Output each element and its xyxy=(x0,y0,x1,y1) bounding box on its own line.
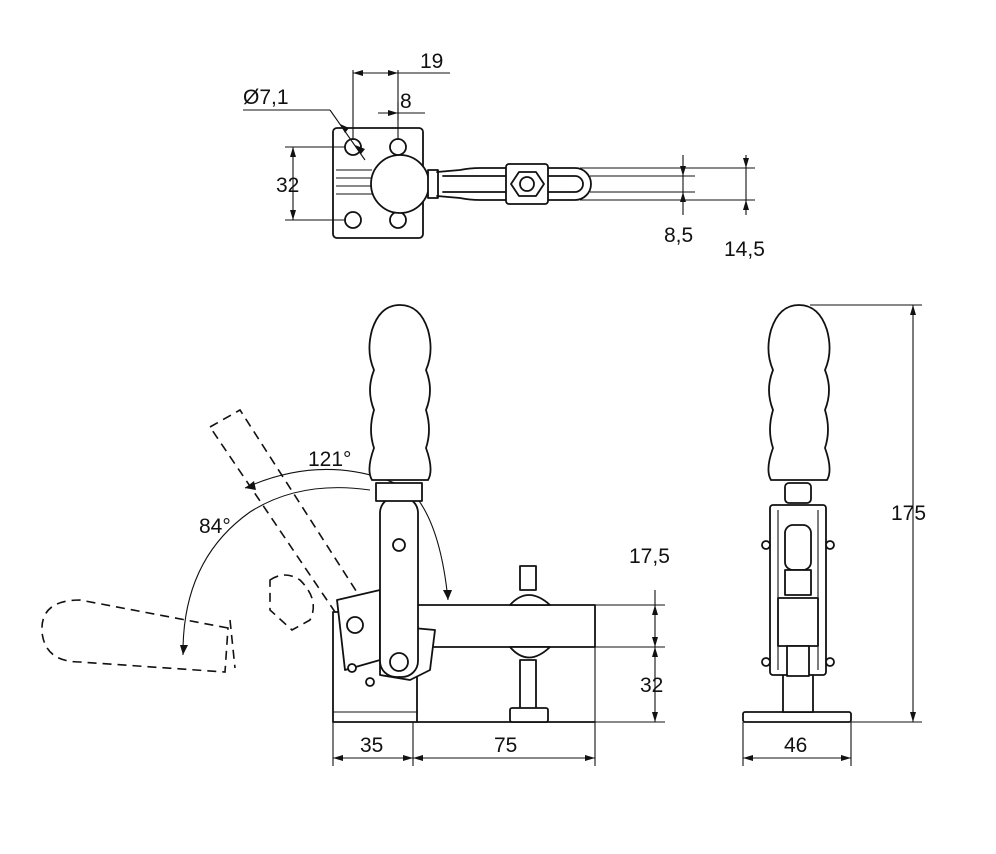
mounting-hole xyxy=(344,211,362,229)
dim-17-5-label: 17,5 xyxy=(629,545,670,568)
base-ribs xyxy=(336,169,372,195)
handle-grip xyxy=(368,304,432,481)
u-bar-slot xyxy=(442,175,584,193)
u-bar-arm xyxy=(436,167,592,201)
dim-14-5-label: 14,5 xyxy=(724,238,765,261)
front-view: 175 46 xyxy=(742,304,926,766)
angle-84-label: 84° xyxy=(199,515,231,538)
mounting-hole xyxy=(389,211,407,229)
dim-8-label: 8 xyxy=(400,90,412,113)
angle-121-label: 121° xyxy=(308,448,351,471)
linkage-open-position xyxy=(269,574,315,631)
hole-diameter-label: Ø7,1 xyxy=(243,86,289,109)
lever-pivot xyxy=(389,652,409,672)
nut-upper xyxy=(509,594,551,606)
grip-collar-front xyxy=(784,482,812,504)
dim-46-label: 46 xyxy=(784,734,807,757)
lever-hole xyxy=(392,538,406,552)
grip-collar xyxy=(375,482,423,502)
mounting-hole xyxy=(389,138,407,156)
dim-175-label: 175 xyxy=(891,502,926,525)
front-linkage xyxy=(784,524,812,571)
spindle-top xyxy=(519,565,537,591)
dim-75-label: 75 xyxy=(494,734,517,757)
pivot-pin xyxy=(346,616,364,634)
dim-8-5-label: 8,5 xyxy=(664,224,693,247)
pivot-block xyxy=(427,169,439,199)
top-view: 19 8 Ø7,1 32 8,5 14,5 xyxy=(243,50,765,261)
handle-open-position xyxy=(208,408,362,614)
handle-knob-top xyxy=(370,154,430,214)
handle-grip-front xyxy=(767,304,831,481)
handle-horizontal-position xyxy=(41,599,229,673)
dim-32-top-label: 32 xyxy=(276,174,299,197)
dim-32-side-label: 32 xyxy=(640,674,663,697)
dim-19-label: 19 xyxy=(420,50,443,73)
dim-35-label: 35 xyxy=(360,734,383,757)
clamp-block xyxy=(777,597,819,647)
angle-84-arc xyxy=(182,487,371,656)
spindle-end xyxy=(519,176,535,192)
side-view: 121° 84° xyxy=(41,304,670,766)
spindle-bottom xyxy=(519,659,537,711)
clamp-arm xyxy=(416,604,596,648)
handle-lever xyxy=(379,496,419,678)
nut-lower xyxy=(509,646,551,659)
base-plate-front xyxy=(742,711,852,723)
spindle-foot xyxy=(509,707,549,723)
